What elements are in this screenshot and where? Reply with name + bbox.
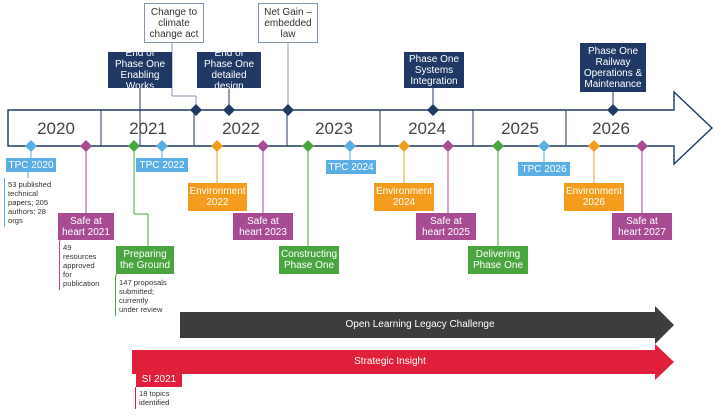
environment-2024-box: Environment 2024	[374, 183, 434, 211]
year-label-2022: 2022	[222, 119, 260, 138]
preparing-the-ground-box: Preparing the Ground	[116, 246, 174, 274]
si-2021-box: SI 2021	[136, 372, 182, 387]
constructing-phase-one-box: Constructing Phase One	[279, 246, 339, 274]
preparing-the-ground-note: 147 proposals submitted; currently under…	[115, 276, 171, 316]
open-learning-label: Open Learning Legacy Challenge	[345, 319, 495, 330]
end-of-phase-one-detailed-design-box: End of Phase One detailed design	[197, 48, 261, 92]
year-label-2026: 2026	[592, 119, 630, 138]
tpc-2022-box: TPC 2022	[136, 158, 188, 172]
delivering-phase-one-box: Delivering Phase One	[468, 246, 528, 274]
safe-at-heart-2023-box: Safe at heart 2023	[233, 213, 293, 240]
year-label-2023: 2023	[315, 119, 353, 138]
environment-2026-box: Environment 2026	[564, 183, 624, 211]
year-label-2021: 2021	[129, 119, 167, 138]
tpc-2020-box: TPC 2020	[6, 158, 56, 172]
diamond-markers	[25, 104, 648, 152]
tpc-2024-box: TPC 2024	[326, 160, 376, 174]
si-2021-note: 18 topics identified	[135, 387, 193, 409]
phase-one-systems-integration-box: Phase One Systems Integration	[404, 52, 464, 88]
safe-at-heart-2027-box: Safe at heart 2027	[612, 213, 672, 240]
net-gain-embedded-law-box: Net Gain – embedded law	[258, 3, 318, 43]
strategic-insight-label: Strategic Insight	[354, 356, 426, 367]
tpc-2026-box: TPC 2026	[518, 162, 570, 176]
year-dividers	[100, 110, 567, 146]
safe-at-heart-2021-box: Safe at heart 2021	[58, 213, 114, 240]
phase-one-railway-operations-box: Phase One Railway Operations & Maintenan…	[580, 43, 646, 92]
strategic-insight-bar	[132, 344, 674, 380]
open-learning-bar	[180, 306, 674, 344]
end-of-phase-one-enabling-works-box: End of Phase One Enabling Works	[108, 48, 172, 92]
year-label-2025: 2025	[501, 119, 539, 138]
environment-2022-box: Environment 2022	[188, 183, 247, 211]
safe-at-heart-2025-box: Safe at heart 2025	[416, 213, 476, 240]
timeline-arrow	[7, 90, 714, 166]
year-label-2024: 2024	[408, 119, 446, 138]
change-to-climate-change-act-box: Change to climate change act	[144, 3, 204, 43]
year-label-2020: 2020	[37, 119, 75, 138]
safe-at-heart-2021-note: 49 resources approved for publication	[59, 241, 105, 290]
tpc-2020-note: 53 published technical papers; 205 autho…	[4, 178, 58, 227]
